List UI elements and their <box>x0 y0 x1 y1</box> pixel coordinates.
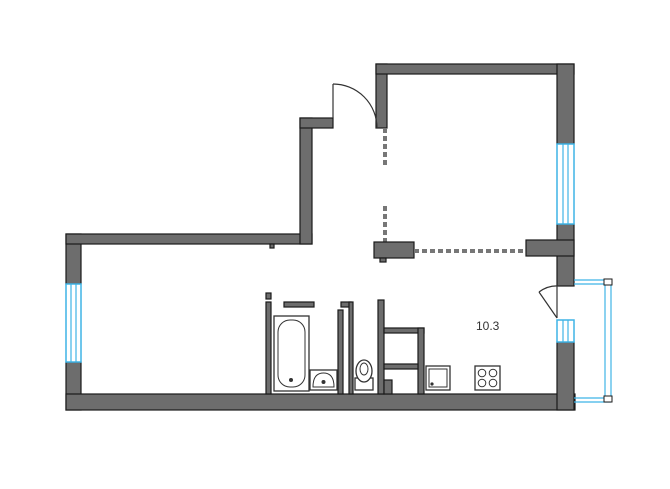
bath-wall-left-cap <box>265 292 272 300</box>
wc-wall-right <box>348 301 354 395</box>
window-right-upper <box>556 143 575 225</box>
wall-step-vertical <box>299 117 313 245</box>
utility-wall-right <box>417 327 425 395</box>
bath-wall-left <box>265 301 272 395</box>
shower-tray-icon <box>425 365 451 391</box>
bath-wall-right <box>337 309 344 395</box>
wc-notch <box>383 379 393 395</box>
bathtub-icon <box>273 315 310 392</box>
wc-wall-left <box>377 299 385 395</box>
wall-top-door-left <box>299 117 334 129</box>
partition-stub <box>379 257 387 263</box>
wall-bottom <box>65 393 576 411</box>
room-area-label: 10.3 <box>476 319 500 333</box>
wall-room-top <box>375 63 575 75</box>
utility-wall-mid <box>383 363 419 370</box>
window-right-lower <box>556 319 575 343</box>
window-left <box>65 283 82 363</box>
partition-block <box>373 241 415 259</box>
outer-walls <box>65 63 576 411</box>
balcony-glazing <box>574 278 613 403</box>
wall-marker <box>269 243 275 249</box>
sink-icon <box>309 369 338 391</box>
door-swing-icon <box>538 285 561 319</box>
wall-top-left <box>65 233 313 245</box>
wall-right-lower <box>556 341 575 411</box>
door-swing-icon <box>332 83 378 129</box>
wall-protrusion <box>525 239 575 257</box>
cooktop-icon <box>474 365 501 391</box>
toilet-icon <box>354 359 374 391</box>
wall-right-upper <box>556 63 575 145</box>
bath-wall-top <box>283 301 315 308</box>
interior-partitions <box>265 128 526 395</box>
